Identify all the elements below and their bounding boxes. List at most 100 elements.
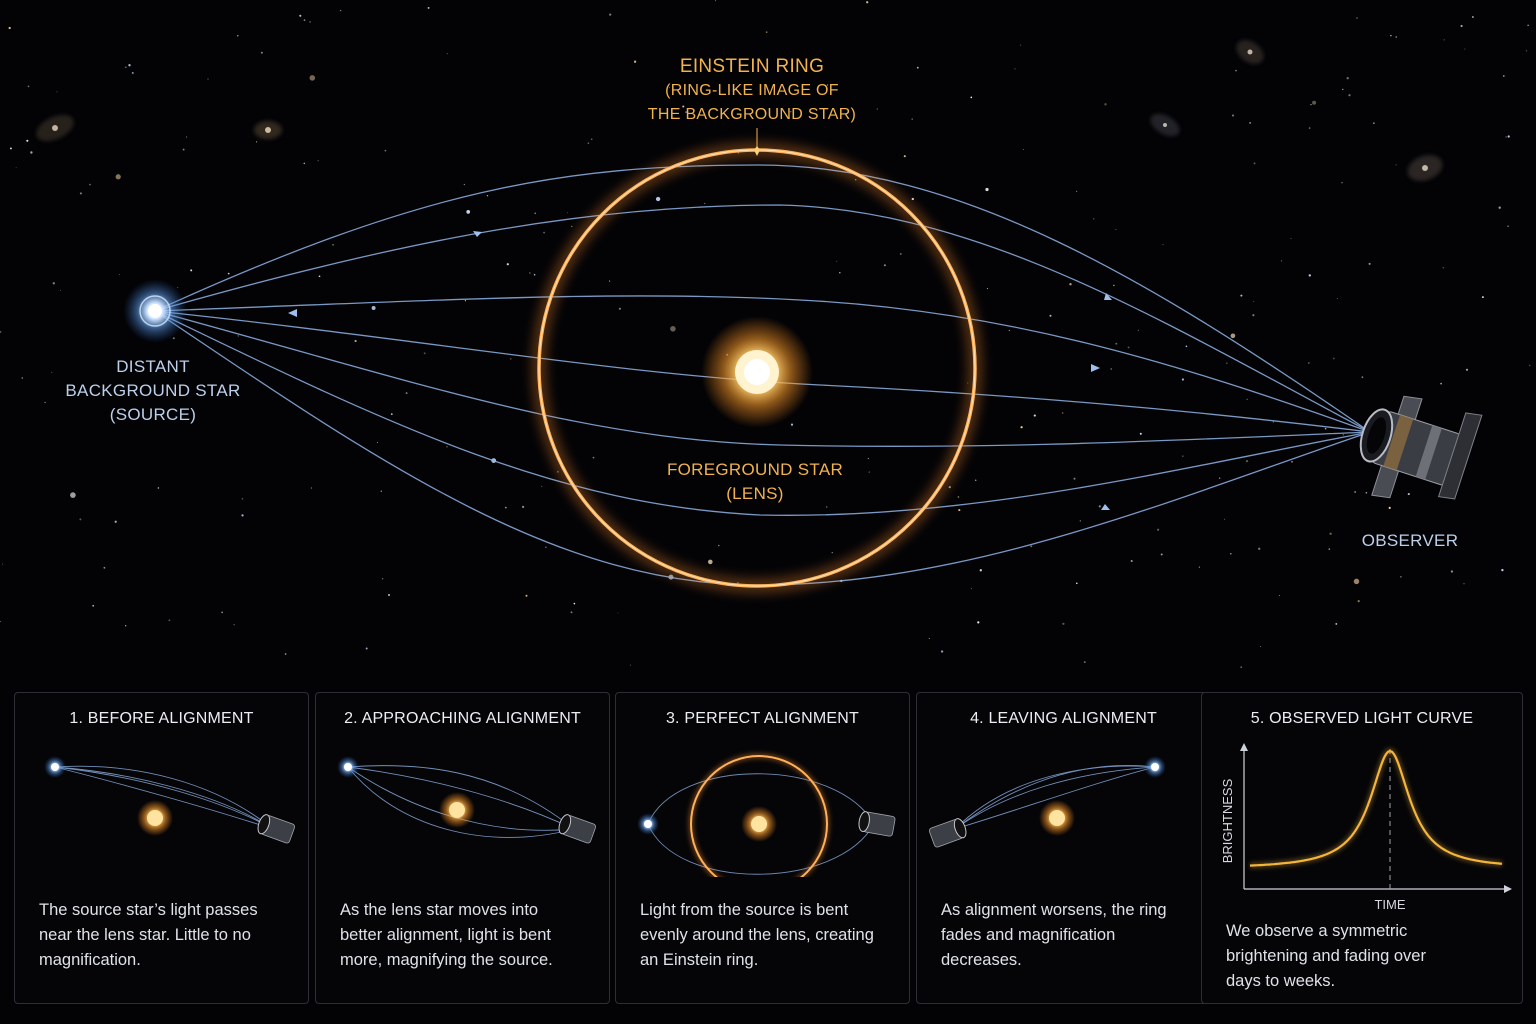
panel-text-line: brightening and fading over (1226, 947, 1426, 965)
light-curve-glow (1249, 747, 1503, 869)
plot-axes (1243, 747, 1508, 890)
background-star (1348, 94, 1351, 97)
background-star (21, 377, 24, 379)
background-star (1308, 274, 1311, 277)
background-star (1014, 68, 1016, 70)
background-star (115, 174, 121, 180)
ray-arrowheads (288, 231, 1112, 510)
panel-description: Light from the source is bent evenly aro… (640, 898, 895, 973)
source-label: DISTANT BACKGROUND STAR (SOURCE) (63, 355, 243, 427)
background-star (92, 604, 95, 607)
background-star (1137, 329, 1139, 331)
background-star (318, 275, 321, 278)
background-star (317, 160, 319, 162)
background-star (940, 650, 944, 653)
background-star (56, 91, 58, 93)
background-star (1332, 357, 1335, 360)
background-star (1310, 103, 1312, 106)
background-galaxies (36, 40, 1443, 181)
background-star (979, 569, 982, 572)
background-star (118, 274, 120, 276)
background-star (534, 212, 536, 215)
stage-panels: 1. BEFORE ALIGNMENT The source star’s li… (14, 692, 1523, 1004)
background-star (1291, 460, 1293, 463)
background-star (128, 64, 131, 67)
background-star (260, 51, 263, 54)
background-star (26, 139, 29, 142)
background-star (384, 149, 387, 152)
background-star (567, 212, 569, 214)
background-star (655, 196, 661, 202)
background-star (60, 290, 61, 291)
observer-telescope-icon (257, 814, 296, 844)
light-ray (154, 164, 1371, 433)
background-star (1395, 36, 1397, 38)
background-star (51, 371, 53, 373)
background-star (985, 187, 989, 192)
lens-label-line: (LENS) (726, 484, 784, 503)
background-star (573, 602, 576, 605)
panel-title: 3. PERFECT ALIGNMENT (665, 710, 860, 727)
background-star (525, 594, 528, 597)
background-star (177, 286, 179, 288)
background-star (103, 566, 106, 569)
background-star (186, 136, 188, 138)
background-star (899, 252, 902, 255)
background-star (668, 87, 670, 89)
background-star (1008, 329, 1010, 332)
background-star (79, 192, 82, 195)
background-star (928, 637, 930, 639)
background-star (876, 108, 878, 110)
background-star (1240, 294, 1243, 297)
background-star (339, 9, 342, 12)
background-star (1249, 122, 1251, 124)
background-star (256, 141, 258, 143)
background-star (529, 272, 531, 274)
background-star (124, 66, 127, 69)
background-star (233, 624, 235, 626)
panel-text-line: better alignment, light is bent (340, 926, 551, 944)
background-star (486, 195, 489, 197)
background-star (1069, 283, 1072, 286)
background-star (1373, 122, 1375, 124)
background-star (543, 231, 546, 234)
background-star (1341, 181, 1343, 184)
observer-telescope-icon (858, 811, 896, 837)
background-star (303, 19, 306, 21)
background-star (1365, 491, 1368, 494)
background-star (1113, 284, 1115, 287)
background-star (241, 497, 244, 500)
panel-text-line: more, magnifying the source. (340, 951, 553, 969)
panel-perfect-alignment: 3. PERFECT ALIGNMENT Light from the sour… (615, 692, 910, 1004)
panel-illustration (928, 756, 1166, 848)
panel-text-line: fades and magnification (941, 926, 1116, 944)
background-star (970, 96, 973, 99)
background-star (1235, 69, 1237, 72)
background-star (1246, 398, 1248, 400)
background-star (1498, 206, 1501, 209)
background-star (237, 35, 239, 37)
panel-illustration (44, 756, 296, 844)
background-star (571, 225, 573, 228)
background-star (1104, 103, 1107, 106)
light-ray (154, 204, 1371, 433)
background-star (0, 620, 1, 623)
background-star (1075, 190, 1078, 193)
background-star (883, 264, 886, 267)
background-star (1395, 164, 1397, 166)
background-star (1075, 582, 1078, 585)
background-star (1252, 314, 1255, 317)
background-star (427, 6, 430, 9)
background-star (377, 442, 378, 443)
panel-text-line: days to weeks. (1226, 972, 1336, 990)
background-star (1312, 100, 1317, 105)
background-star (1245, 459, 1249, 463)
panel-leaving-alignment: 4. LEAVING ALIGNMENT As alignment worsen… (916, 692, 1211, 1004)
arrowhead (1101, 504, 1110, 510)
background-star (1465, 368, 1469, 371)
background-star (958, 509, 961, 512)
background-star (380, 490, 383, 492)
background-star (1062, 622, 1065, 625)
background-star (670, 326, 676, 332)
background-star (1020, 44, 1022, 46)
